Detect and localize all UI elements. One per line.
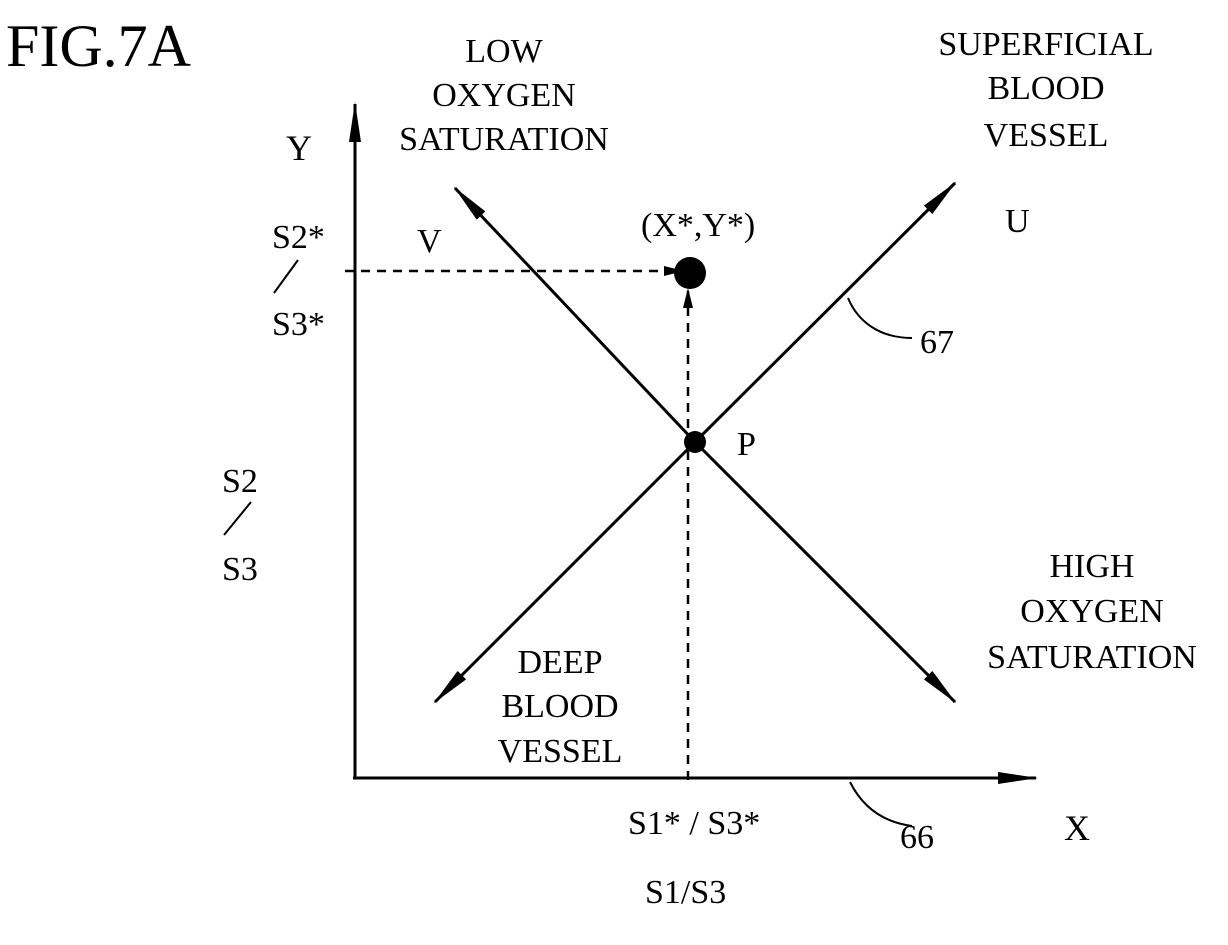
figure-title: FIG.7A bbox=[6, 13, 191, 79]
svg-text:BLOOD: BLOOD bbox=[987, 70, 1104, 107]
svg-text:BLOOD: BLOOD bbox=[501, 688, 618, 725]
ref-67-leader bbox=[848, 298, 912, 338]
svg-text:HIGH: HIGH bbox=[1050, 548, 1135, 585]
y-axis-denominator: S3 bbox=[222, 551, 258, 588]
svg-text:SATURATION: SATURATION bbox=[987, 639, 1197, 676]
y-axis-slash bbox=[224, 502, 251, 535]
x-marker-ratio: S1* / S3* bbox=[628, 805, 760, 842]
y-marker-numerator: S2* bbox=[272, 219, 325, 256]
svg-text:SUPERFICIAL: SUPERFICIAL bbox=[938, 26, 1153, 63]
y-marker-denominator: S3* bbox=[272, 306, 325, 343]
svg-text:SATURATION: SATURATION bbox=[399, 121, 609, 158]
intersection-point-p bbox=[684, 431, 706, 453]
y-marker-slash bbox=[274, 260, 298, 293]
svg-text:VESSEL: VESSEL bbox=[498, 733, 623, 770]
high-oxygen-region-label: HIGH OXYGEN SATURATION bbox=[987, 548, 1197, 676]
intersection-label: P bbox=[737, 426, 756, 463]
line-v-lower bbox=[695, 442, 955, 702]
y-axis-numerator: S2 bbox=[222, 463, 258, 500]
svg-text:OXYGEN: OXYGEN bbox=[1020, 593, 1164, 630]
point-coordinate-label: (X*,Y*) bbox=[641, 207, 755, 244]
ref-67-label: 67 bbox=[920, 324, 954, 361]
y-axis-letter: Y bbox=[286, 128, 312, 168]
x-axis-ratio: S1/S3 bbox=[645, 874, 726, 911]
deep-vessel-region-label: DEEP BLOOD VESSEL bbox=[498, 644, 623, 770]
line-v-label: V bbox=[417, 223, 442, 260]
svg-text:DEEP: DEEP bbox=[518, 644, 603, 681]
x-axis-letter: X bbox=[1064, 808, 1090, 848]
low-oxygen-region-label: LOW OXYGEN SATURATION bbox=[399, 33, 609, 158]
svg-text:VESSEL: VESSEL bbox=[984, 117, 1109, 154]
ref-66-label: 66 bbox=[900, 819, 934, 856]
line-u-label: U bbox=[1005, 203, 1030, 240]
measured-point bbox=[674, 257, 706, 289]
superficial-vessel-region-label: SUPERFICIAL BLOOD VESSEL bbox=[938, 26, 1153, 154]
svg-text:OXYGEN: OXYGEN bbox=[432, 77, 576, 114]
svg-text:LOW: LOW bbox=[465, 33, 543, 70]
